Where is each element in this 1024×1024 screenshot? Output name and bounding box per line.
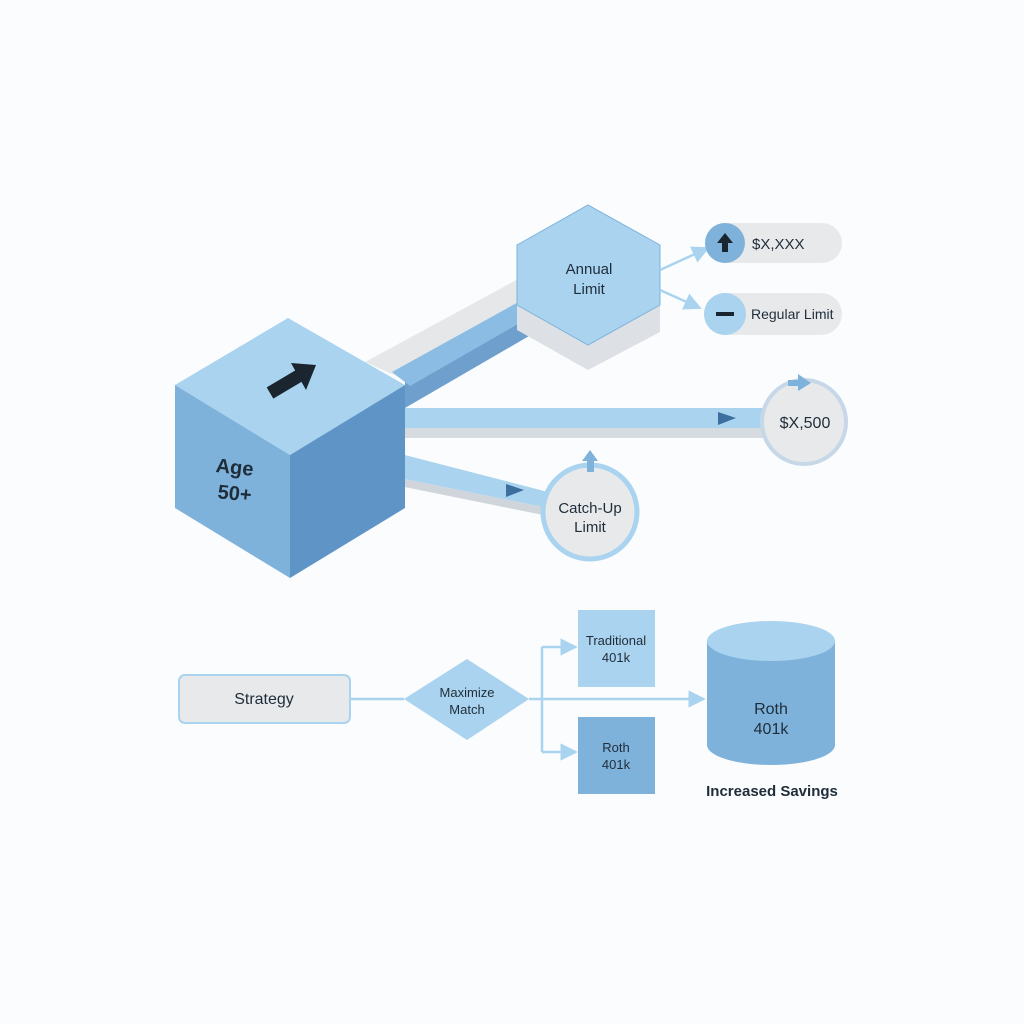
- strategy-box: Strategy: [178, 674, 351, 724]
- decision-label-1: Maximize: [440, 685, 495, 700]
- connector-line: [659, 246, 710, 272]
- traditional-401k-box: Traditional 401k: [578, 610, 655, 687]
- catchup-total-value: $X,500: [780, 415, 831, 432]
- catchup-limit-label-2: Limit: [574, 519, 607, 536]
- roth-small-label-2: 401k: [602, 757, 631, 772]
- traditional-label-2: 401k: [602, 650, 631, 665]
- decision-label-2: Match: [449, 702, 484, 717]
- catchup-limit-label-1: Catch-Up: [558, 500, 621, 517]
- catchup-limit-node: Catch-Up Limit: [540, 450, 640, 562]
- catchup-total-node: $X,500: [760, 374, 848, 466]
- strategy-flow: Strategy Maximize Match Traditional 401k…: [178, 610, 838, 800]
- roth-small-label-1: Roth: [602, 740, 629, 755]
- connector-total: [405, 408, 770, 438]
- cube-label-age: Age: [215, 455, 255, 481]
- annual-limit-label-1: Annual: [566, 261, 613, 278]
- roth-401k-box: Roth 401k: [578, 717, 655, 794]
- maximize-match-decision: Maximize Match: [404, 659, 529, 740]
- regular-limit-label: Regular Limit: [751, 306, 834, 322]
- increased-limit-pill: $X,XXX: [705, 223, 842, 263]
- arrow-up-icon: [582, 450, 598, 472]
- roth-db-label-2: 401k: [754, 721, 790, 738]
- minus-icon: [716, 312, 734, 316]
- age-cube: Age 50+: [175, 318, 405, 578]
- annual-limit-label-2: Limit: [573, 281, 606, 298]
- strategy-label: Strategy: [234, 691, 294, 708]
- regular-limit-pill: Regular Limit: [704, 293, 842, 335]
- arrow-up-icon: [717, 233, 733, 252]
- flow-arrow-icon: [506, 484, 524, 497]
- flow-arrow-icon: [718, 412, 736, 425]
- roth-db-label-1: Roth: [754, 701, 788, 718]
- cube-label-50: 50+: [217, 481, 253, 506]
- arrow-up-right-icon: [266, 363, 316, 399]
- increased-savings-caption: Increased Savings: [706, 783, 838, 800]
- increased-limit-value: $X,XXX: [752, 236, 805, 253]
- traditional-label-1: Traditional: [586, 633, 646, 648]
- roth-401k-database: Roth 401k: [707, 621, 835, 765]
- connector-line: [659, 288, 702, 310]
- arrow-right-icon: [788, 374, 811, 391]
- annual-limit-node: Annual Limit: [516, 204, 661, 370]
